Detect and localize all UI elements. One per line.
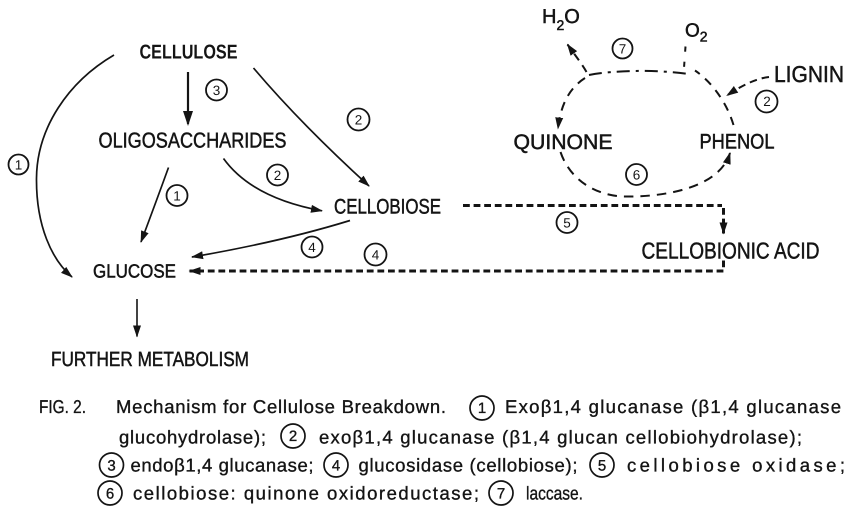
svg-text:2: 2	[355, 113, 363, 128]
svg-text:glucosidase (cellobiose);: glucosidase (cellobiose);	[359, 455, 578, 476]
svg-text:CELLULOSE: CELLULOSE	[140, 42, 238, 64]
svg-text:6: 6	[106, 486, 114, 503]
svg-text:7: 7	[619, 42, 627, 57]
svg-text:5: 5	[598, 458, 606, 475]
svg-text:OLIGOSACCHARIDES: OLIGOSACCHARIDES	[99, 129, 287, 153]
svg-text:laccase.: laccase.	[526, 483, 583, 504]
svg-text:O2: O2	[685, 21, 708, 45]
svg-text:1: 1	[15, 158, 23, 173]
svg-text:2: 2	[289, 428, 297, 445]
svg-text:5: 5	[563, 216, 571, 231]
svg-text:FIG. 2.: FIG. 2.	[39, 396, 86, 417]
svg-text:Mechanism for Cellulose Breakd: Mechanism for Cellulose Breakdown.	[116, 396, 446, 417]
svg-text:PHENOL: PHENOL	[700, 131, 775, 154]
svg-text:Exoβ1,4 glucanase (β1,4 glucan: Exoβ1,4 glucanase (β1,4 glucanase	[505, 396, 841, 417]
svg-text:LIGNIN: LIGNIN	[774, 61, 844, 87]
svg-text:3: 3	[107, 458, 115, 475]
svg-text:4: 4	[372, 248, 380, 263]
svg-text:2: 2	[763, 94, 771, 109]
svg-text:CELLOBIONIC ACID: CELLOBIONIC ACID	[642, 238, 820, 264]
svg-text:4: 4	[308, 240, 316, 255]
svg-text:2: 2	[274, 168, 282, 183]
svg-text:exoβ1,4 glucanase (β1,4 glucan: exoβ1,4 glucanase (β1,4 glucan cellobioh…	[319, 427, 802, 448]
svg-text:FURTHER METABOLISM: FURTHER METABOLISM	[51, 348, 249, 371]
svg-text:7: 7	[497, 486, 505, 503]
svg-text:3: 3	[213, 83, 221, 98]
svg-text:H2O: H2O	[542, 6, 580, 33]
svg-text:4: 4	[332, 458, 340, 475]
svg-text:cellobiose: quinone oxidoreduc: cellobiose: quinone oxidoreductase;	[133, 483, 479, 504]
svg-text:cellobiose oxidase;: cellobiose oxidase;	[627, 455, 845, 476]
svg-text:endoβ1,4 glucanase;: endoβ1,4 glucanase;	[131, 455, 314, 476]
svg-text:6: 6	[633, 168, 641, 183]
svg-text:QUINONE: QUINONE	[514, 131, 613, 154]
svg-text:glucohydrolase);: glucohydrolase);	[119, 427, 266, 448]
svg-text:1: 1	[478, 400, 486, 417]
svg-text:CELLOBIOSE: CELLOBIOSE	[334, 196, 441, 219]
svg-text:GLUCOSE: GLUCOSE	[93, 262, 176, 283]
svg-text:1: 1	[173, 189, 181, 204]
